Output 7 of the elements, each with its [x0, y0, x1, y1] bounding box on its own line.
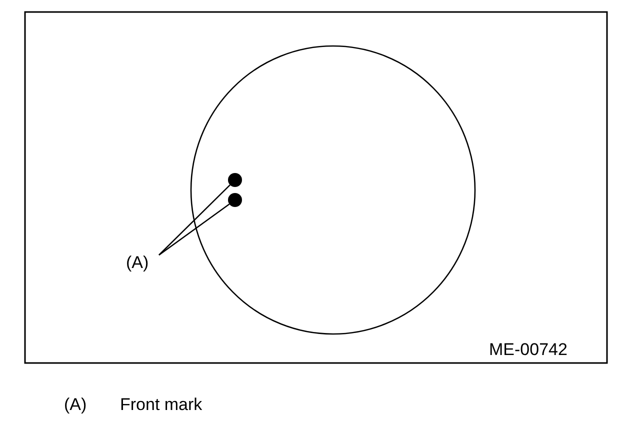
leader-line [158, 204, 230, 256]
leader-line [158, 184, 230, 256]
callout-letter: (A) [126, 253, 149, 273]
front-mark-dot [228, 173, 242, 187]
key-description: Front mark [120, 395, 202, 415]
front-mark-dot [228, 193, 242, 207]
key-letter: (A) [64, 395, 87, 415]
